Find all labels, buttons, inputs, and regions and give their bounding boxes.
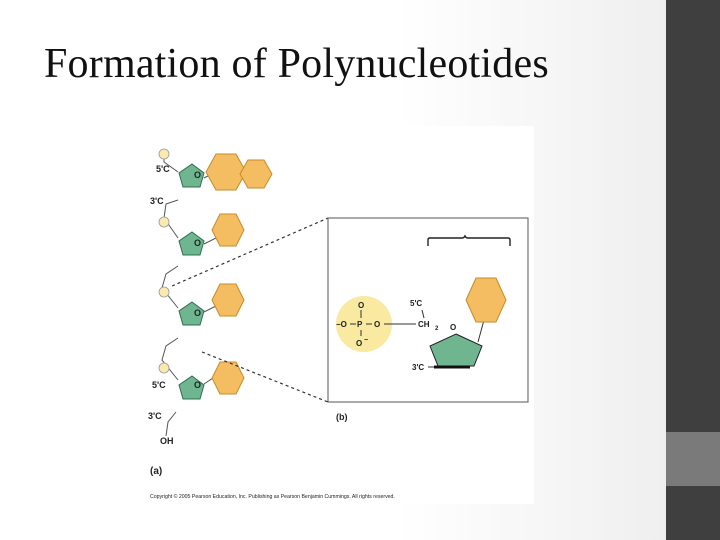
phosphorus-label: P [357, 320, 363, 329]
phosphate-oxygen-right: O [374, 320, 380, 329]
phosphate-oxygen-bottom: O [356, 339, 362, 348]
panel-a-label: (a) [150, 466, 162, 477]
phosphate-group-2 [158, 216, 170, 228]
negative-charge: − [364, 337, 368, 344]
slide-title: Formation of Polynucleotides [44, 41, 549, 87]
base-2 [211, 213, 245, 247]
inset-panel: O −O P O O − 5'C CH 2 O 3'C (b) [327, 217, 529, 422]
ring-oxygen-label: O [194, 380, 201, 390]
five-prime-label-bottom: 5'C [152, 380, 166, 390]
phosphate-group-3 [158, 286, 170, 298]
inset-three-prime-label: 3'C [412, 363, 424, 372]
inset-five-prime-label: 5'C [410, 299, 422, 308]
ring-oxygen-label: O [194, 308, 201, 318]
three-prime-label-bottom: 3'C [148, 411, 162, 421]
polynucleotide-diagram: O O O O 5'C 3'C 5'C 3'C OH (a) O −O P O … [148, 148, 529, 500]
bracket-icon [427, 234, 511, 246]
ch2-label: CH [418, 320, 430, 329]
sugar-4 [178, 375, 205, 400]
ring-oxygen-label: O [194, 238, 201, 248]
glycosidic-bonds [203, 171, 217, 385]
ch2-subscript: 2 [435, 326, 439, 332]
phosphate-oxygen-top: O [358, 301, 364, 310]
panel-b-label: (b) [336, 412, 348, 422]
phosphate-circle [336, 296, 392, 352]
ring-oxygen-label: O [194, 170, 201, 180]
base-1b [239, 159, 273, 189]
inset-ring-oxygen: O [450, 323, 456, 332]
sugar-3 [178, 301, 205, 326]
phosphate-group-4 [158, 362, 170, 374]
decorative-sidebar-accent [666, 432, 720, 486]
copyright-note: Copyright © 2005 Pearson Education, Inc.… [150, 493, 395, 500]
sugar-1 [178, 163, 205, 188]
phosphate-oxygen-left: −O [336, 320, 347, 329]
base-4 [211, 361, 245, 395]
polynucleotide-figure: O O O O 5'C 3'C 5'C 3'C OH (a) O −O P O … [138, 126, 534, 504]
hydroxyl-label: OH [160, 436, 174, 446]
base-1a [205, 153, 247, 191]
zoom-lines [171, 217, 329, 403]
three-prime-label: 3'C [150, 196, 164, 206]
sugar-2 [178, 231, 205, 256]
five-prime-label: 5'C [156, 164, 170, 174]
inset-base [465, 277, 507, 323]
phosphate-group-1 [158, 148, 170, 160]
base-3 [211, 283, 245, 317]
